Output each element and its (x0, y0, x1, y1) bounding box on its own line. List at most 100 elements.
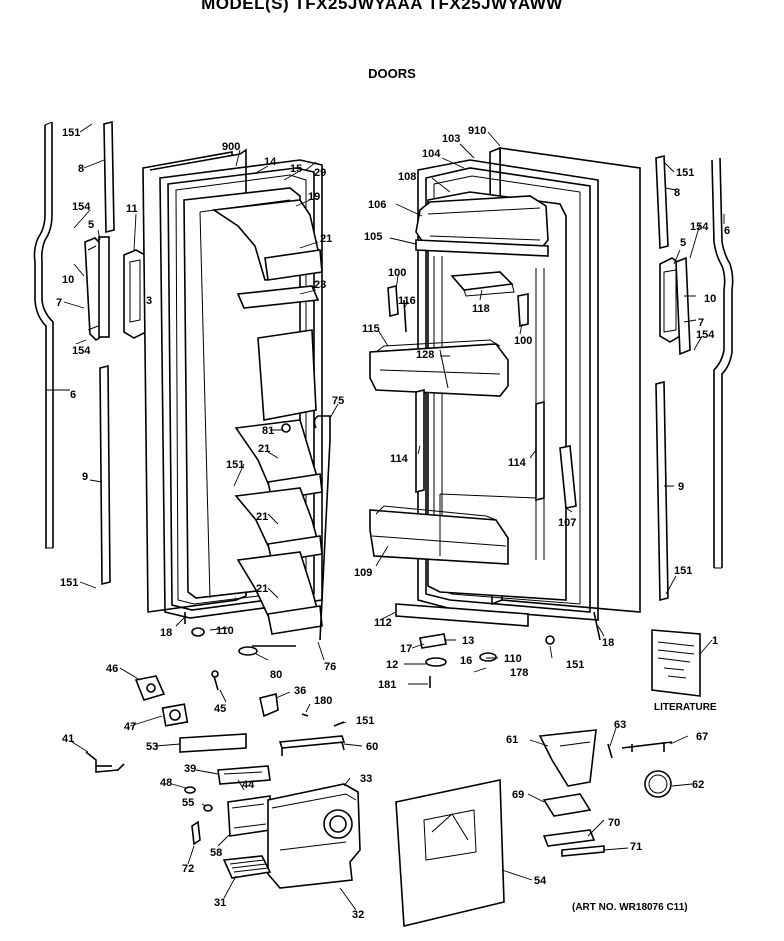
callout: 910 (468, 125, 486, 137)
callout: 6 (724, 225, 730, 237)
callout: 110 (216, 625, 234, 637)
callout: 17 (400, 643, 412, 655)
callout: 61 (506, 734, 518, 746)
callout: 8 (674, 187, 680, 199)
callout: 19 (308, 191, 320, 203)
callout: 32 (352, 909, 364, 921)
callout: 5 (680, 237, 686, 249)
callout: 75 (332, 395, 344, 407)
callout: 151 (62, 127, 80, 139)
callout: 154 (690, 221, 709, 233)
callout: 118 (472, 303, 490, 315)
callout: 67 (696, 731, 708, 743)
callout: 16 (460, 655, 472, 667)
callout: 7 (698, 317, 704, 329)
callout: 151 (566, 659, 584, 671)
callout: 106 (368, 199, 386, 211)
callout: 105 (364, 231, 382, 243)
left-gasket-strip-6 (33, 121, 54, 549)
section-title: DOORS (368, 66, 416, 81)
callout: 103 (442, 133, 460, 145)
callout: 10 (62, 274, 74, 286)
right-strip-9 (655, 380, 669, 602)
callout: 72 (182, 863, 194, 875)
callout: 154 (72, 201, 91, 213)
callout: 7 (56, 297, 62, 309)
dispenser-parts-right (395, 729, 673, 927)
callout: 80 (270, 669, 282, 681)
callout: 44 (242, 779, 255, 791)
callout: 33 (360, 773, 372, 785)
callout: 45 (214, 703, 226, 715)
callout: 151 (674, 565, 692, 577)
callout: 81 (262, 425, 274, 437)
callout-labels: 151 8 154 5 11 10 7 3 154 6 9 151 900 14… (56, 125, 730, 921)
callout: 6 (70, 389, 76, 401)
callout: 15 (290, 163, 302, 175)
callout: 29 (314, 167, 326, 179)
callout: 46 (106, 663, 118, 675)
leader-lines (46, 123, 725, 911)
art-number: (ART NO. WR18076 C11) (572, 902, 688, 913)
callout: 9 (678, 481, 684, 493)
callout: 151 (676, 167, 694, 179)
callout: 47 (124, 721, 136, 733)
callout: 112 (374, 617, 392, 629)
callout: 108 (398, 171, 416, 183)
literature-booklet (651, 629, 701, 697)
callout: 900 (222, 141, 240, 153)
callout: 21 (256, 583, 268, 595)
callout: 76 (324, 661, 336, 673)
callout: 151 (356, 715, 374, 727)
callout: 107 (558, 517, 576, 529)
callout: 71 (630, 841, 642, 853)
callout: 116 (398, 295, 416, 307)
callout: 55 (182, 797, 194, 809)
left-handle-assembly (84, 236, 147, 342)
callout: 63 (614, 719, 626, 731)
callout: 100 (388, 267, 406, 279)
callout: 31 (214, 897, 226, 909)
callout: 14 (264, 156, 277, 168)
callout: 41 (62, 733, 74, 745)
right-strip-8 (655, 154, 669, 250)
callout: 21 (256, 511, 268, 523)
callout: 151 (60, 577, 78, 589)
callout: 154 (696, 329, 715, 341)
callout: 69 (512, 789, 524, 801)
callout: 128 (416, 349, 434, 361)
dispenser-parts-left (85, 670, 361, 889)
callout: 10 (704, 293, 716, 305)
callout: 114 (508, 457, 527, 469)
callout: 154 (72, 345, 91, 357)
callout: 53 (146, 741, 158, 753)
left-strip-9 (99, 364, 111, 586)
callout: 60 (366, 741, 378, 753)
right-door (369, 146, 641, 688)
left-strip-8 (103, 120, 115, 234)
literature-label: LITERATURE (654, 702, 717, 713)
callout: 12 (386, 659, 398, 671)
callout: 54 (534, 875, 547, 887)
callout: 13 (462, 635, 474, 647)
callout: 58 (210, 847, 222, 859)
right-handle-assembly (659, 256, 691, 356)
callout: 110 (504, 653, 522, 665)
callout: 48 (160, 777, 172, 789)
callout: 9 (82, 471, 88, 483)
callout: 180 (314, 695, 332, 707)
callout: 36 (294, 685, 306, 697)
left-door (142, 148, 331, 656)
callout: 8 (78, 163, 84, 175)
callout: 178 (510, 667, 528, 679)
callout: 151 (226, 459, 244, 471)
model-title: MODEL(S) TFX25JWYAAA TFX25JWYAWW (201, 0, 563, 13)
callout: 18 (160, 627, 172, 639)
callout: 3 (146, 295, 152, 307)
callout: 23 (314, 279, 326, 291)
callout: 62 (692, 779, 704, 791)
callout: 21 (258, 443, 270, 455)
callout: 109 (354, 567, 372, 579)
callout: 5 (88, 219, 94, 231)
